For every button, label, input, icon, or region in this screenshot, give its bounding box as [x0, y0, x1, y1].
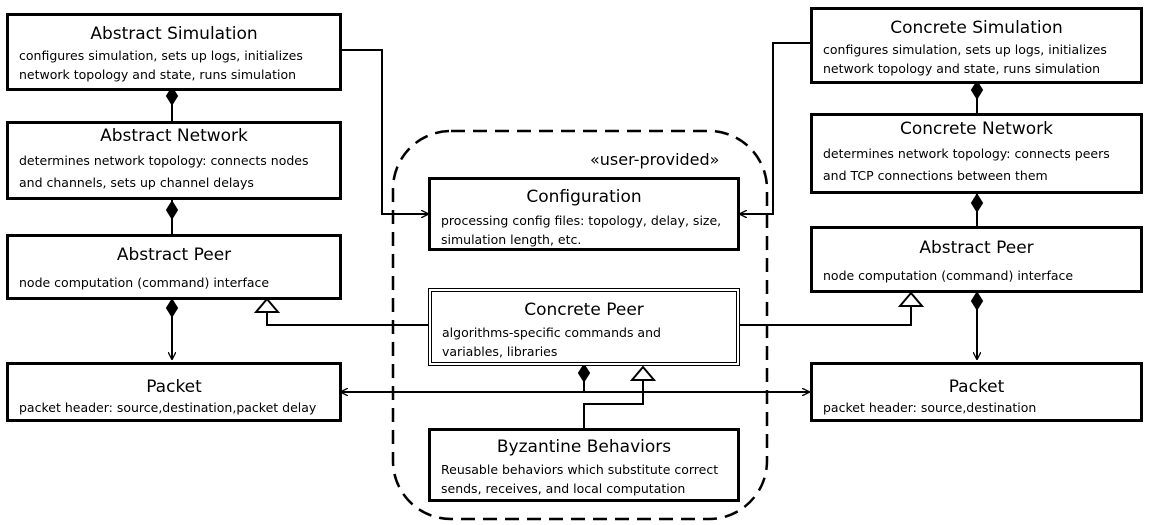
- abstract-peer-box: Abstract Peer node computation (command)…: [6, 234, 342, 300]
- box-title: Byzantine Behaviors: [496, 437, 672, 457]
- box-desc-line: configures simulation, sets up logs, ini…: [19, 48, 303, 63]
- boundary-stereotype-label: «user-provided»: [590, 150, 720, 169]
- box-title: Packet: [948, 377, 1005, 397]
- box-title: Abstract Network: [100, 126, 248, 146]
- composition-diamond: [165, 86, 179, 106]
- byzantine-inherits-concrete-peer: [583, 380, 644, 428]
- generalization-triangle: [897, 291, 925, 307]
- composition-diamond: [165, 298, 179, 318]
- abstract-packet-box: Packet packet header: source,destination…: [6, 362, 342, 422]
- box-desc-line: variables, libraries: [442, 344, 558, 359]
- box-desc-line: node computation (command) interface: [823, 268, 1074, 283]
- box-title: Abstract Peer: [116, 245, 232, 265]
- concrete-peer-inherits-left: [266, 312, 430, 326]
- concrete-sim-to-config-arrow: [740, 42, 810, 214]
- generalization-triangle: [629, 365, 657, 381]
- concrete-packet-box: Packet packet header: source,destination: [810, 362, 1143, 422]
- box-desc-line: packet header: source,destination,packet…: [19, 400, 317, 415]
- box-desc-line: node computation (command) interface: [19, 275, 270, 290]
- box-desc-line: processing config files: topology, delay…: [441, 213, 722, 228]
- box-title: Concrete Network: [900, 119, 1053, 139]
- box-desc-line: Reusable behaviors which substitute corr…: [441, 462, 719, 477]
- box-desc-line: algorithms-specific commands and: [442, 325, 661, 340]
- composition-diamond: [970, 291, 984, 311]
- abstract-network-box: Abstract Network determines network topo…: [6, 121, 342, 200]
- concrete-simulation-box: Concrete Simulation configures simulatio…: [810, 7, 1143, 84]
- abstract-sim-to-config-arrow: [342, 49, 428, 214]
- box-desc-line: sends, receives, and local computation: [441, 481, 686, 496]
- box-desc-line: simulation length, etc.: [441, 232, 582, 247]
- box-desc-line: and TCP connections between them: [823, 168, 1048, 183]
- box-title: Abstract Simulation: [90, 24, 258, 44]
- box-title: Abstract Peer: [919, 238, 1034, 258]
- byzantine-behaviors-box: Byzantine Behaviors Reusable behaviors w…: [428, 428, 740, 502]
- box-desc-line: configures simulation, sets up logs, ini…: [823, 42, 1107, 57]
- box-title: Packet: [146, 377, 202, 397]
- composition-diamond: [577, 363, 591, 383]
- concrete-peer-inherits-right: [740, 306, 912, 326]
- box-title: Concrete Simulation: [890, 18, 1063, 38]
- composition-diamond: [970, 80, 984, 100]
- composition-diamond: [165, 200, 179, 220]
- box-desc-line: determines network topology: connects pe…: [823, 146, 1110, 161]
- box-desc-line: network topology and state, runs simulat…: [19, 67, 297, 82]
- box-desc-line: determines network topology: connects no…: [19, 153, 309, 168]
- box-title: Concrete Peer: [524, 300, 644, 320]
- concrete-network-box: Concrete Network determines network topo…: [810, 113, 1143, 194]
- right-abstract-peer-box: Abstract Peer node computation (command)…: [810, 226, 1143, 293]
- abstract-simulation-box: Abstract Simulation configures simulatio…: [6, 13, 342, 91]
- concrete-peer-box: Concrete Peer algorithms-specific comman…: [428, 288, 740, 366]
- box-desc-line: and channels, sets up channel delays: [19, 175, 254, 190]
- box-desc-line: network topology and state, runs simulat…: [823, 61, 1101, 76]
- box-desc-line: packet header: source,destination: [823, 400, 1037, 415]
- composition-diamond: [970, 193, 984, 213]
- box-title: Configuration: [526, 187, 642, 207]
- configuration-box: Configuration processing config files: t…: [428, 177, 740, 251]
- generalization-triangle: [253, 297, 281, 313]
